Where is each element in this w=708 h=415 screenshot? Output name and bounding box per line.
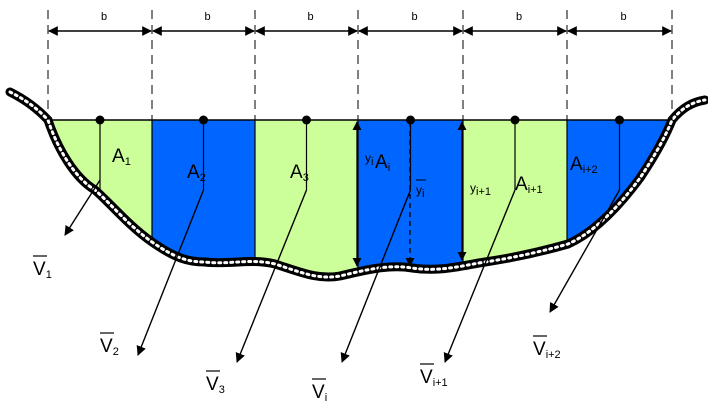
- velocity-vector-6: [549, 189, 621, 313]
- strip-midpoint-dot-1: [95, 115, 105, 125]
- area-label-1: A1: [112, 146, 131, 168]
- strip-midpoint-dot-6: [615, 115, 624, 125]
- strip-midpoint-dot-2: [199, 115, 208, 125]
- velocity-label-4: Vi: [312, 382, 327, 404]
- velocity-label-6: Vi+2: [533, 339, 561, 361]
- dimension-label-6: b: [620, 11, 626, 23]
- strip-midpoint-dot-4: [406, 115, 415, 125]
- velocity-vector-4: [340, 189, 412, 363]
- velocity-vector-1: [64, 179, 101, 236]
- area-label-4: Ai: [375, 152, 390, 174]
- area-label-6: Ai+2: [570, 154, 598, 176]
- depth-label-yi1: yi+1: [470, 181, 491, 198]
- velocity-vector-2: [136, 189, 205, 356]
- depth-indicators: yi yi+1 yi: [352, 121, 491, 267]
- area-label-2: A2: [187, 162, 206, 184]
- depth-label-yi: yi: [365, 151, 373, 168]
- dimension-label-5: b: [516, 11, 522, 23]
- velocity-label-1: V1: [33, 259, 52, 281]
- velocity-label-3: V3: [206, 374, 225, 396]
- velocity-label-2: V2: [100, 336, 119, 358]
- dimension-label-2: b: [204, 11, 210, 23]
- dimension-label-4: b: [411, 11, 417, 23]
- dimension-label-3: b: [307, 11, 313, 23]
- mean-depth-label: yi: [416, 183, 424, 200]
- area-label-3: A3: [290, 162, 309, 184]
- velocity-vector-5: [443, 189, 516, 363]
- area-label-5: Ai+1: [515, 174, 543, 196]
- velocity-label-5: Vi+1: [420, 367, 448, 389]
- velocity-vector-3: [235, 189, 308, 363]
- dimension-label-1: b: [101, 11, 107, 23]
- channel-bed-texture: [8, 90, 707, 279]
- strip-midpoint-dot-3: [302, 115, 311, 125]
- strip-midpoint-dot-5: [510, 115, 520, 125]
